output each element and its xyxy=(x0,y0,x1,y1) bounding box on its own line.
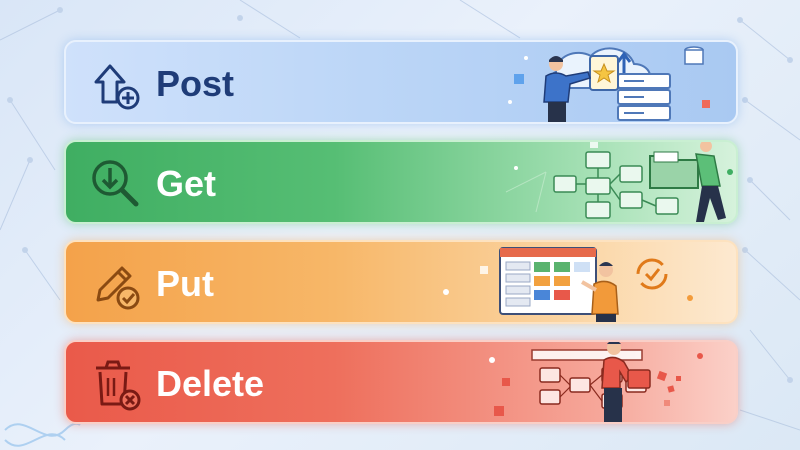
delete-method-card[interactable]: Delete xyxy=(64,340,738,424)
delete-illustration xyxy=(489,342,703,422)
get-method-card[interactable]: Get xyxy=(64,140,738,224)
pencil-check-icon xyxy=(96,266,140,310)
post-illustration xyxy=(508,46,710,122)
download-search-icon xyxy=(92,160,139,207)
get-label: Get xyxy=(156,163,217,204)
delete-label: Delete xyxy=(156,363,265,404)
put-method-card[interactable]: Put xyxy=(64,240,738,324)
get-illustration xyxy=(505,142,733,222)
put-illustration xyxy=(443,247,693,322)
trash-remove-icon xyxy=(96,360,141,411)
put-label: Put xyxy=(156,263,214,304)
upload-add-icon xyxy=(94,64,140,110)
post-method-card[interactable]: Post xyxy=(64,40,738,124)
post-label: Post xyxy=(156,63,235,104)
